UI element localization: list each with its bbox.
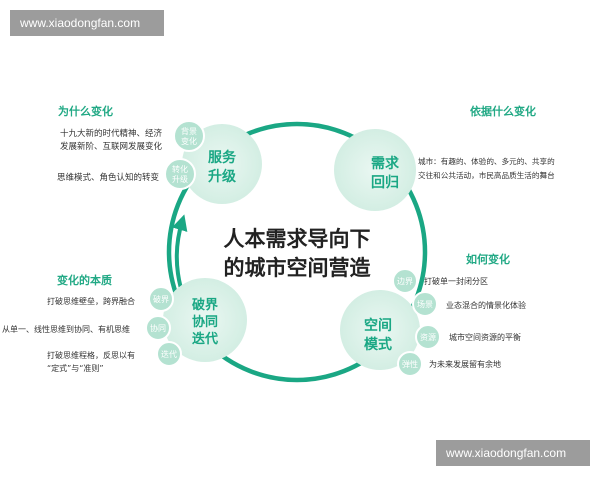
- bottom-left-text-3: 打破思维程格，反思以有: [47, 350, 135, 360]
- hub-break-collab-iterate-line1: 破界: [192, 297, 218, 313]
- top-left-text-1: 十九大新的时代精神、经济: [60, 128, 163, 139]
- tag-boundary-label: 边界: [397, 276, 413, 286]
- hub-service-upgrade-line2: 升级: [208, 168, 237, 185]
- tag-iterate-label: 迭代: [161, 349, 177, 359]
- bottom-right-text-3: 城市空间资源的平衡: [449, 332, 521, 342]
- bottom-right-text-1: 打破单一封闭分区: [424, 276, 488, 286]
- hub-demand-return: [334, 129, 416, 211]
- hub-break-collab-iterate-line3: 迭代: [192, 331, 218, 347]
- tag-scene-label: 场景: [417, 300, 433, 309]
- bottom-left-text-4: “定式”与“准则”: [47, 363, 104, 373]
- hub-demand-return-line1: 需求: [371, 155, 400, 172]
- hub-break-collab-iterate-line2: 协同: [192, 314, 218, 330]
- tag-background-change-line1: 背景: [181, 126, 197, 136]
- center-title-line1: 人本需求导向下: [224, 227, 371, 251]
- tag-scene: [412, 291, 438, 317]
- tag-background-change: [173, 120, 205, 152]
- bottom-left-text-1: 打破思维壁垒，跨界融合: [47, 296, 135, 306]
- tag-transform-upgrade-line2: 升级: [172, 174, 188, 184]
- top-left-text-2: 发展新阶、互联网发展变化: [60, 141, 163, 152]
- top-left-text-3: 思维模式、角色认知的转变: [57, 172, 160, 183]
- tag-collab: [145, 315, 171, 341]
- top-right-text-1: 城市：有趣的、体验的、多元的、共享的: [418, 156, 555, 166]
- hub-break-collab-iterate: [163, 278, 247, 362]
- bottom-left-text-2: 从单一、线性思维到协同、有机思维: [2, 324, 130, 334]
- hub-space-mode: [340, 290, 420, 370]
- hub-space-mode-line2: 模式: [364, 336, 392, 353]
- watermark-top: www.xiaodongfan.com: [10, 10, 164, 36]
- tag-boundary: [392, 268, 418, 294]
- tag-break: [148, 286, 174, 312]
- cycle-ring: [166, 121, 428, 383]
- hub-demand-return-line2: 回归: [371, 174, 399, 191]
- tag-iterate: [156, 341, 182, 367]
- bottom-right-title: 如何变化: [466, 252, 510, 266]
- tag-resource-label: 资源: [420, 332, 436, 342]
- hub-service-upgrade-line1: 服务: [208, 149, 237, 166]
- tag-transform-upgrade-line1: 转化: [172, 164, 188, 174]
- tag-break-label: 破界: [153, 294, 169, 304]
- bottom-left-title: 变化的本质: [57, 273, 112, 287]
- watermark-bottom: www.xiaodongfan.com: [436, 440, 590, 466]
- center-title-line2: 的城市空间营造: [224, 256, 372, 280]
- tag-background-change-line2: 变化: [181, 136, 197, 146]
- top-left-title: 为什么变化: [58, 104, 113, 118]
- tag-elasticity-label: 弹性: [402, 359, 418, 369]
- top-right-title: 依据什么变化: [470, 104, 536, 118]
- hub-space-mode-line1: 空间: [364, 317, 392, 334]
- tag-collab-label: 协同: [150, 323, 166, 333]
- tag-transform-upgrade: [164, 158, 196, 190]
- top-right-text-2: 交往和公共活动，市民高品质生活的舞台: [418, 170, 555, 180]
- bottom-right-text-2: 业态混合的情景化体验: [446, 300, 526, 310]
- tag-resource: [415, 324, 441, 350]
- bottom-right-text-4: 为未来发展留有余地: [429, 359, 501, 369]
- tag-elasticity: [397, 351, 423, 377]
